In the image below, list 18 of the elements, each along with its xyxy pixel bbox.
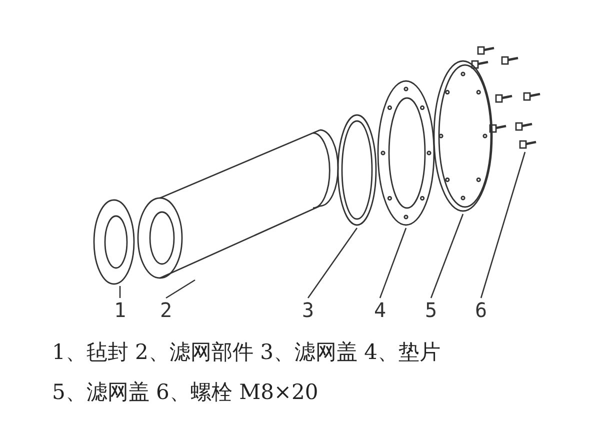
leader-line: [379, 228, 407, 298]
leader-line: [430, 214, 464, 298]
callout-number: 3: [299, 298, 317, 322]
cover-ring-drawing: [335, 112, 379, 228]
leader-line: [119, 286, 121, 298]
parts-list-line: 5、滤网盖 6、螺栓 M8×20: [52, 379, 318, 406]
cover-plate-drawing: [432, 58, 494, 214]
callout-number: 4: [371, 298, 389, 322]
callout-number: 5: [422, 298, 440, 322]
leader-line: [307, 228, 358, 298]
gasket-drawing: [376, 78, 436, 228]
callout-number: 2: [157, 298, 175, 322]
felt-ring-drawing: [92, 198, 136, 286]
leader-line: [480, 152, 526, 298]
leader-line: [166, 279, 196, 299]
callout-number: 6: [472, 298, 490, 322]
parts-list-line: 1、毡封 2、滤网部件 3、滤网盖 4、垫片: [52, 339, 440, 366]
callout-number: 1: [111, 298, 129, 322]
